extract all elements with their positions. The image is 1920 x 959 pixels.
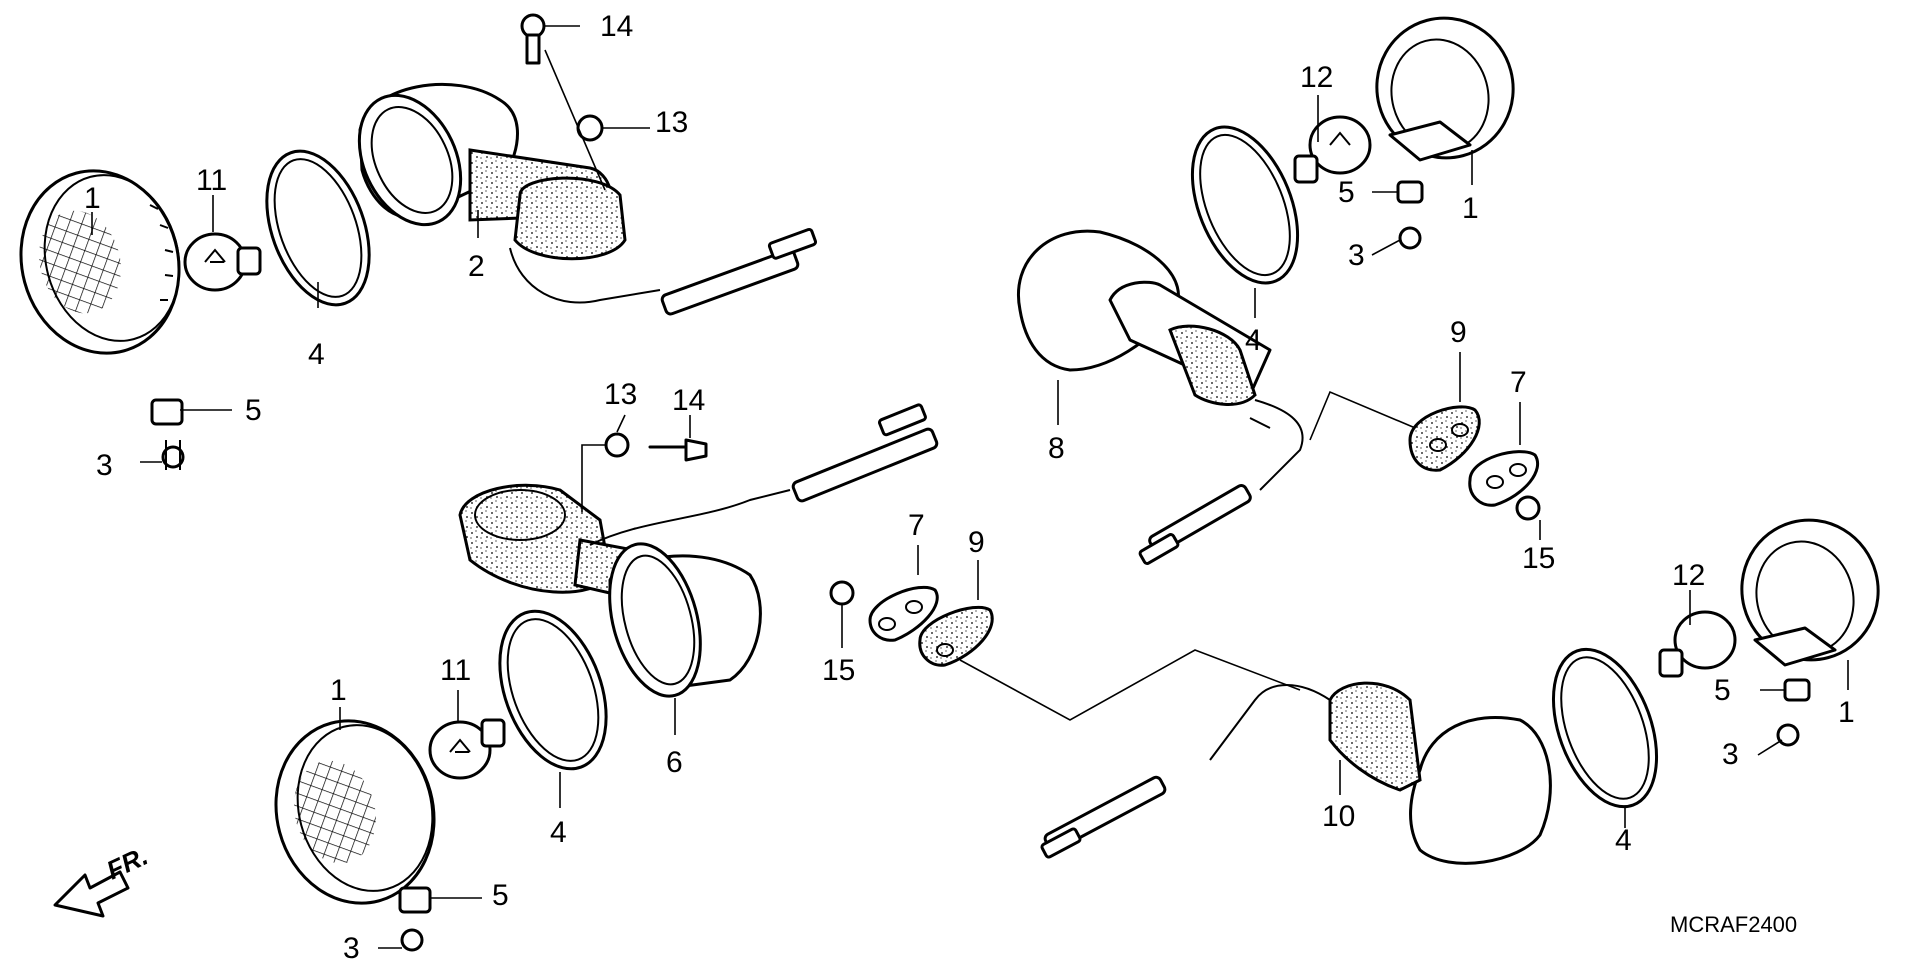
ring-right-top [1190, 125, 1300, 285]
callout-4: 4 [308, 338, 325, 371]
housing-top-left [357, 82, 818, 316]
callout-4: 4 [1615, 824, 1632, 857]
bulb-right-bottom [1658, 610, 1737, 678]
callout-1: 1 [1462, 192, 1479, 225]
callout-12: 12 [1672, 559, 1705, 592]
callout-2: 2 [468, 250, 485, 283]
callout-7: 7 [1510, 366, 1527, 399]
nut-gasket-center [829, 580, 1301, 721]
lens-assembly-right-bottom [1740, 518, 1880, 667]
callout-4: 4 [550, 816, 567, 849]
callout-3: 3 [96, 449, 113, 482]
lens-assembly-right-top [1375, 16, 1515, 162]
callout-13: 13 [604, 378, 637, 411]
screw-clip-top-left [150, 398, 185, 470]
callout-9: 9 [1450, 316, 1467, 349]
callout-1: 1 [84, 182, 101, 215]
callout-5: 5 [492, 879, 509, 912]
callout-11: 11 [440, 654, 471, 687]
callout-10: 10 [1322, 800, 1355, 833]
cone-housing-right-bottom [1040, 681, 1552, 865]
bulb-right-top [1293, 115, 1372, 184]
bulb-top-left [183, 232, 262, 292]
callout-3: 3 [1722, 738, 1739, 771]
callout-numbers: 1 11 4 2 14 13 5 3 13 14 1 11 4 6 5 3 7 … [84, 10, 1855, 959]
callout-5: 5 [1714, 674, 1731, 707]
screw-clip-right-top [1396, 180, 1424, 250]
diagram-code: MCRAF2400 [1670, 912, 1797, 937]
callout-13: 13 [655, 106, 688, 139]
callout-5: 5 [1338, 176, 1355, 209]
bulb-middle-left [428, 718, 506, 780]
callout-1: 1 [330, 674, 347, 707]
callout-15: 15 [1522, 542, 1555, 575]
bolts-top [520, 13, 606, 191]
bolts-middle [581, 432, 708, 512]
front-direction-arrow: FR. [53, 841, 153, 918]
callout-4: 4 [1245, 324, 1262, 357]
callout-3: 3 [343, 932, 360, 959]
ring-right-bottom [1551, 647, 1659, 809]
callout-15: 15 [822, 654, 855, 687]
lens-assembly-middle-left [274, 719, 436, 905]
callout-12: 12 [1300, 61, 1333, 94]
screw-clip-middle-left [398, 886, 432, 952]
callout-9: 9 [968, 526, 985, 559]
callout-11: 11 [196, 164, 227, 197]
callout-6: 6 [666, 746, 683, 779]
ring-top-left [265, 149, 371, 307]
callout-5: 5 [245, 394, 262, 427]
callout-14: 14 [600, 10, 633, 43]
gasket-right [1408, 405, 1541, 521]
callout-3: 3 [1348, 239, 1365, 272]
leader-lines [91, 25, 1849, 949]
lens-assembly-top-left [19, 169, 181, 355]
callout-14: 14 [672, 384, 705, 417]
cone-housing-right-top [1017, 229, 1421, 565]
callout-7: 7 [908, 509, 925, 542]
callout-8: 8 [1048, 432, 1065, 465]
ring-middle-left [498, 609, 608, 771]
callout-1: 1 [1838, 696, 1855, 729]
housing-middle-left [458, 403, 939, 698]
